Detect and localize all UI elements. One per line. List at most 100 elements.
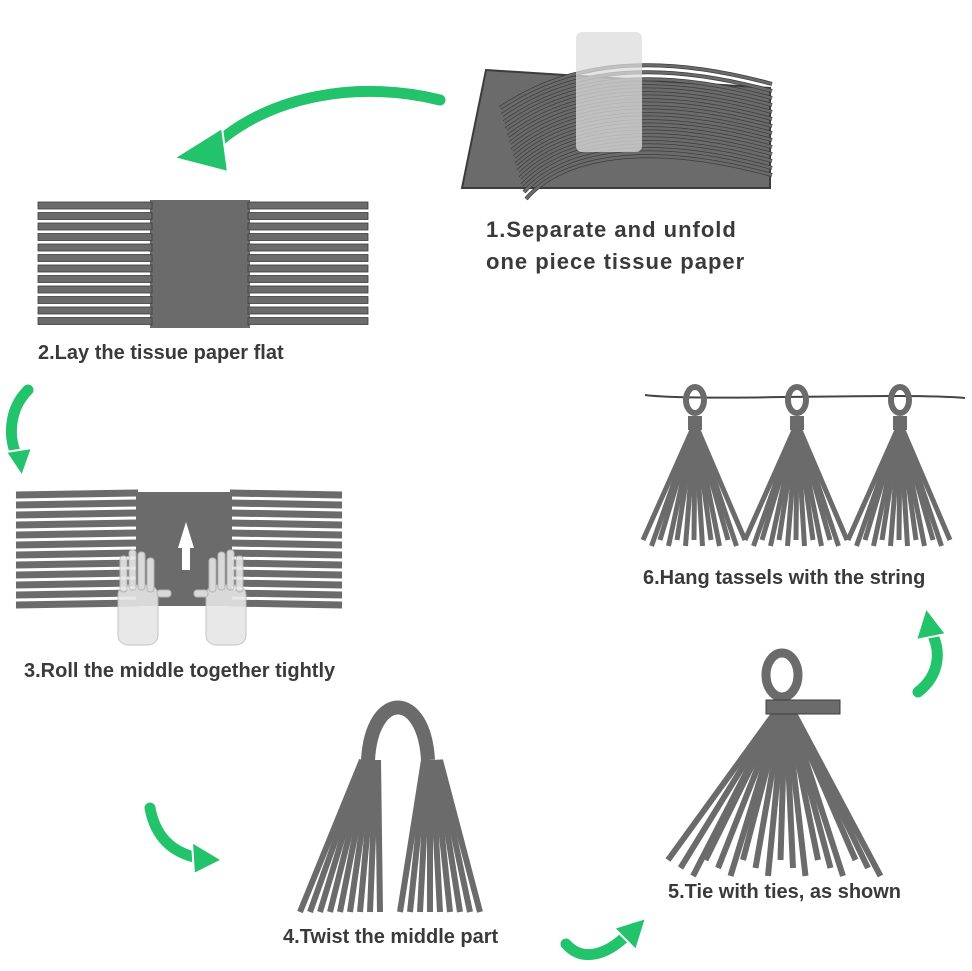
fringe-strip [417, 759, 431, 913]
arrow-1-to-2-icon [171, 83, 448, 174]
fringe-strip [15, 499, 139, 509]
fringe-strip [525, 154, 773, 200]
fringe-strip [665, 712, 777, 862]
fringe-strip [247, 201, 369, 210]
fringe-strip [247, 212, 369, 220]
fringe-strip [740, 713, 785, 861]
step5-fringe-strips [665, 712, 884, 878]
fringe-strip [407, 759, 429, 913]
step6-illustration [640, 384, 966, 547]
fringe-strip [247, 243, 369, 252]
fringe-strip [433, 759, 463, 913]
arrow-4-to-5-icon [558, 916, 648, 963]
fringe-strip [787, 713, 846, 877]
fringe-strip [247, 222, 369, 231]
arrow-3-to-4-icon [142, 800, 225, 876]
flat-tissue-center [150, 200, 250, 328]
fringe-strip [15, 489, 139, 499]
step3-caption: 3.Roll the middle together tightly [24, 660, 336, 682]
fringe-strip [37, 306, 153, 315]
fringe-strip [397, 759, 427, 913]
fringe-strip [784, 713, 809, 877]
fringe-strip [229, 599, 343, 609]
fringe-strip [37, 317, 153, 325]
step6-hanging-tassels [640, 384, 953, 547]
fringe-strip [15, 569, 139, 579]
fringe-strip [307, 758, 367, 914]
step2-fringe-strips [37, 201, 369, 325]
hanging-tassel [742, 384, 850, 547]
fringe-strip [229, 539, 343, 549]
fringe-strip [15, 509, 139, 519]
step1-illustration [460, 32, 773, 201]
fringe-strip [15, 539, 139, 549]
fringe-strip [765, 713, 787, 877]
step4-fringe-strips [297, 758, 483, 914]
fringe-strip [37, 233, 153, 241]
step5-illustration [665, 648, 884, 878]
fringe-strip [37, 285, 153, 294]
fringe-strip [367, 759, 379, 913]
fringe-strip [37, 254, 153, 262]
fringe-strip [229, 559, 343, 569]
fringe-strip [247, 275, 369, 283]
fringe-strip [37, 201, 153, 210]
fringe-strip [429, 759, 443, 913]
fringe-strip [247, 296, 369, 304]
fringe-strip [247, 233, 369, 241]
fringe-strip [229, 489, 343, 499]
fringe-strip [229, 549, 343, 559]
step3-fringe-strips [15, 489, 343, 609]
hanging-string [644, 394, 966, 399]
step6-caption: 6.Hang tassels with the string [643, 567, 926, 589]
fringe-strip [229, 569, 343, 579]
tie-band [765, 699, 841, 715]
fringe-strip [37, 275, 153, 283]
fringe-strip [37, 222, 153, 231]
fringe-strip [327, 759, 371, 913]
fringe-strip [777, 713, 788, 861]
fringe-strip [247, 285, 369, 294]
fringe-strip [229, 589, 343, 599]
twisted-loop [361, 700, 435, 761]
left-hand-icon [117, 549, 172, 646]
fringe-strip [752, 713, 786, 869]
fringe-strip [37, 212, 153, 220]
flow-arrows [3, 83, 948, 963]
fringe-strip [247, 264, 369, 273]
fringe-strip [437, 759, 483, 913]
step4-caption: 4.Twist the middle part [283, 926, 499, 948]
fringe-strip [431, 759, 453, 913]
hanging-tassel [640, 384, 748, 547]
hanging-tassel [845, 384, 953, 547]
step3-illustration [15, 489, 343, 646]
fringe-strip [375, 759, 383, 913]
step2-caption: 2.Lay the tissue paper flat [38, 342, 284, 364]
fringe-strip [317, 759, 369, 913]
step4-illustration [297, 700, 483, 914]
fringe-strip [229, 499, 343, 509]
roll-direction-arrow-icon [178, 522, 194, 570]
step2-illustration [37, 200, 369, 328]
fringe-strip [715, 712, 782, 870]
fringe-strip [15, 519, 139, 529]
fringe-strip [702, 712, 781, 862]
fringe-strip [435, 759, 473, 913]
step5-caption: 5.Tie with ties, as shown [668, 881, 902, 903]
step1-caption-line2: one piece tissue paper [486, 249, 746, 274]
fringe-strip [357, 759, 377, 913]
fringe-strip [37, 296, 153, 304]
fringe-strip [337, 759, 373, 913]
fringe-strip [347, 759, 375, 913]
fringe-strip [229, 579, 343, 589]
fringe-strip [15, 579, 139, 589]
fringe-strip [229, 509, 343, 519]
fringe-strip [677, 712, 778, 870]
fringe-strip [297, 758, 365, 914]
fringe-strip [15, 529, 139, 539]
step1-caption-line1: 1.Separate and unfold [486, 217, 737, 242]
fringe-strip [247, 254, 369, 262]
fringe-strip [229, 519, 343, 529]
fringe-strip [791, 712, 884, 878]
